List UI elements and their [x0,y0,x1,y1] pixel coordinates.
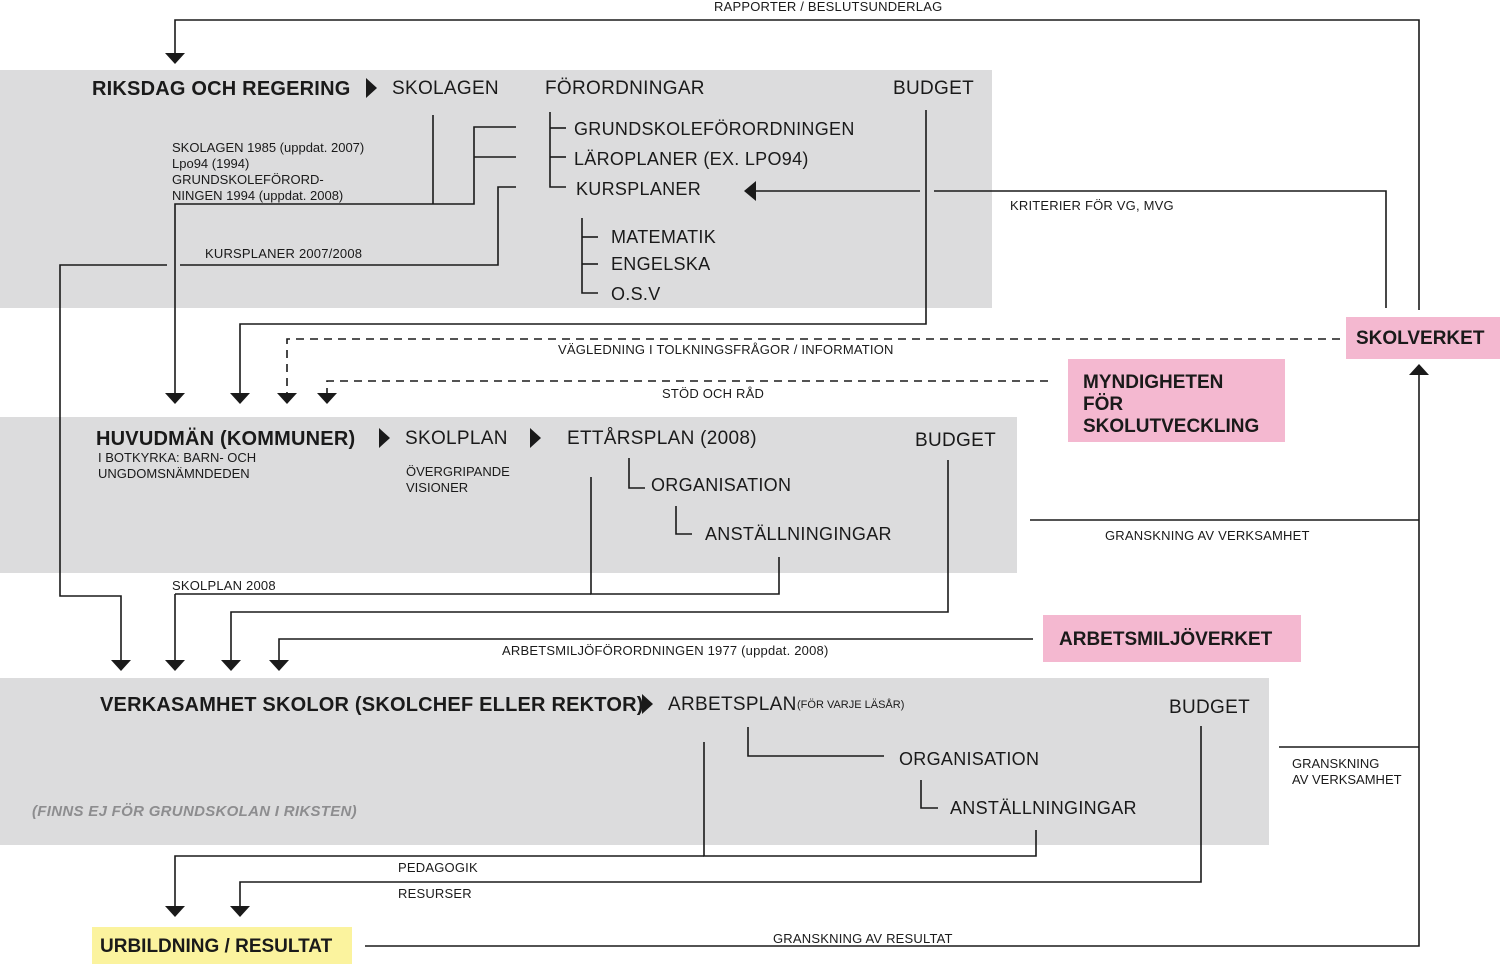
stod-line [326,380,1048,393]
granskning-verksamhet-2-label: GRANSKNING AV VERKSAMHET [1292,756,1402,787]
pedagogik-label: PEDAGOGIK [398,860,478,875]
huvudman-organisation: ORGANISATION [651,475,792,495]
budget-huvudman-line [230,460,949,660]
subject-matematik: MATEMATIK [611,227,717,247]
myndigheten-line-2: FÖR [1083,394,1124,415]
granskning-resultat-label: GRANSKNING AV RESULTAT [773,931,953,946]
rapporter-line [174,19,1420,310]
utbildning-label: URBILDNING / RESULTAT [100,936,333,957]
verksamhet-budget-label: BUDGET [1169,697,1250,718]
pedagogik-down-line [174,855,704,906]
skolverket-box: SKOLVERKET [1346,317,1500,359]
verksamhet-title: VERKASAMHET SKOLOR (SKOLCHEF ELLER REKTO… [100,694,644,716]
kursplaner-line [180,186,516,266]
huvudman-title: HUVUDMÄN (KOMMUNER) [96,428,356,450]
skolagen-label: SKOLAGEN [392,78,499,99]
subject-osv: O.S.V [611,284,661,304]
item-laroplaner: LÄROPLANER (EX. LPO94) [574,149,809,169]
skolplan-label: SKOLPLAN [405,428,508,449]
skolverket-label: SKOLVERKET [1356,328,1485,349]
item-grundskoleforordningen: GRUNDSKOLEFÖRORDNINGEN [574,119,855,139]
vagledning-label: VÄGLEDNING I TOLKNINGSFRÅGOR / INFORMATI… [558,342,894,357]
arbetsplan-sub: (FÖR VARJE LÄSÅR) [797,699,905,711]
skolplan-note: SKOLPLAN 2008 [172,578,276,593]
granskning-right-line [365,375,1420,947]
arbetsmiljo-line [278,638,1033,660]
myndigheten-box: MYNDIGHETEN FÖR SKOLUTVECKLING [1068,359,1285,442]
budget-riksdag-line [239,110,927,393]
arrow-kriterier [744,181,756,201]
forordningar-label: FÖRORDNINGAR [545,78,705,99]
doc-bracket-line [174,126,516,393]
arrow-heads [111,53,1429,917]
riksdag-budget-label: BUDGET [893,78,974,99]
pedagogik-line [703,742,1037,857]
subject-engelska: ENGELSKA [611,254,711,274]
stod-label: STÖD OCH RÅD [662,386,765,401]
arbetsplan-label: ARBETSPLAN [668,694,797,715]
verksamhet-band [0,678,1269,845]
riksdag-title: RIKSDAG OCH REGERING [92,78,351,100]
kriterier-line [934,190,1387,308]
huvudman-budget-label: BUDGET [915,430,996,451]
myndigheten-line-1: MYNDIGHETEN [1083,372,1224,393]
skolplan-sub: ÖVERGRIPANDE VISIONER [406,464,510,495]
verksamhet-anstallningar: ANSTÄLLNINGINGAR [950,798,1137,818]
arbetsmiljoverket-box: ARBETSMILJÖVERKET [1043,615,1301,662]
rapporter-label: RAPPORTER / BESLUTSUNDERLAG [714,0,943,14]
riksdag-band [0,70,992,308]
resurser-line [239,726,1202,906]
myndigheten-line-3: SKOLUTVECKLING [1083,416,1260,437]
ettarsplan-label: ETTÅRSPLAN (2008) [567,428,757,449]
verksamhet-note: (FINNS EJ FÖR GRUNDSKOLAN I RIKSTEN) [32,803,357,820]
item-kursplaner: KURSPLANER [576,179,702,199]
granskning-verksamhet-1-label: GRANSKNING AV VERKSAMHET [1105,528,1310,543]
huvudman-anstallningar: ANSTÄLLNINGINGAR [705,524,892,544]
huvudman-sub: I BOTKYRKA: BARN- OCH UNGDOMSNÄMNDEDEN [98,450,257,481]
utbildning-box: URBILDNING / RESULTAT [92,927,352,964]
kursplaner-note: KURSPLANER 2007/2008 [205,246,363,261]
verksamhet-organisation: ORGANISATION [899,749,1040,769]
arrow-top [165,53,185,64]
vagledning-line [286,338,1340,393]
kriterier-label: KRITERIER FÖR VG, MVG [1010,198,1174,213]
resurser-label: RESURSER [398,886,472,901]
kursplaner-down-line [59,264,167,660]
skolplan-line [590,477,780,595]
huvudman-band [0,417,1017,573]
arrow-skolverket-up [1409,364,1429,375]
doc-notes: SKOLAGEN 1985 (uppdat. 2007) Lpo94 (1994… [172,140,365,203]
arbetsmiljoverket-label: ARBETSMILJÖVERKET [1059,629,1273,650]
arbetsmiljo-note: ARBETSMILJÖFÖRORDNINGEN 1977 (uppdat. 20… [502,643,829,658]
